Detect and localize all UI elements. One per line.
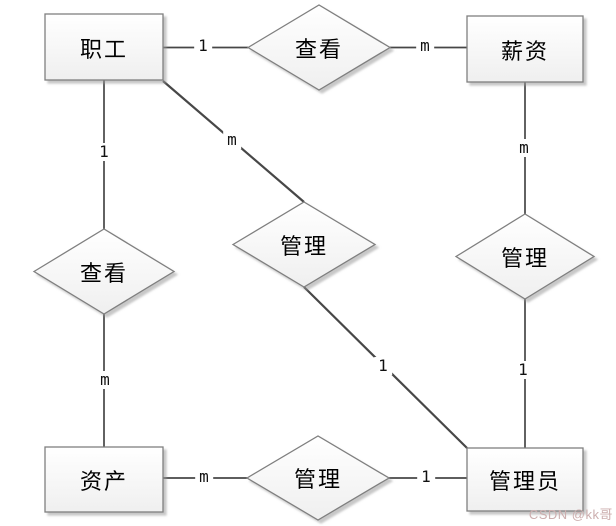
cardinality-employee-view-asset: 1 (95, 143, 113, 161)
cardinality-employee-view-salary: 1 (194, 37, 212, 55)
relationship-view-salary-label: 查看 (294, 37, 344, 62)
entity-salary-label: 薪资 (500, 39, 550, 64)
entity-employee-shape (44, 13, 164, 81)
relationship-manage-salary-label: 管理 (500, 246, 550, 271)
relationship-view-salary-shape (246, 4, 392, 91)
relationship-manage-salary-shape (454, 213, 596, 300)
cardinality-employee-manage-center: m (223, 131, 241, 149)
entity-admin-label: 管理员 (488, 469, 562, 494)
relationship-manage-center-shape (231, 201, 377, 288)
cardinality-view-asset-asset: m (96, 371, 114, 389)
entity-employee-label: 职工 (79, 37, 129, 62)
relationship-view-asset-shape (32, 228, 176, 315)
cardinality-view-salary-salary: m (416, 37, 434, 55)
cardinality-asset-manage-asset: m (195, 468, 213, 486)
relationship-manage-center-label: 管理 (279, 234, 329, 259)
cardinality-manage-center-admin: 1 (374, 357, 392, 375)
entity-admin-shape (466, 447, 584, 512)
relationship-manage-asset-label: 管理 (293, 467, 343, 492)
cardinality-manage-asset-admin: 1 (417, 468, 435, 486)
relationship-manage-asset-shape (245, 435, 391, 521)
cardinality-salary-manage-salary: m (515, 139, 533, 157)
watermark: CSDN @kk哥 (528, 507, 613, 522)
relationship-view-asset-label: 查看 (79, 261, 129, 286)
entity-salary-shape (466, 15, 584, 83)
shapes (32, 4, 596, 521)
entity-asset-shape (44, 446, 164, 513)
entity-asset-label: 资产 (79, 469, 129, 494)
cardinality-manage-salary-admin: 1 (514, 361, 532, 379)
